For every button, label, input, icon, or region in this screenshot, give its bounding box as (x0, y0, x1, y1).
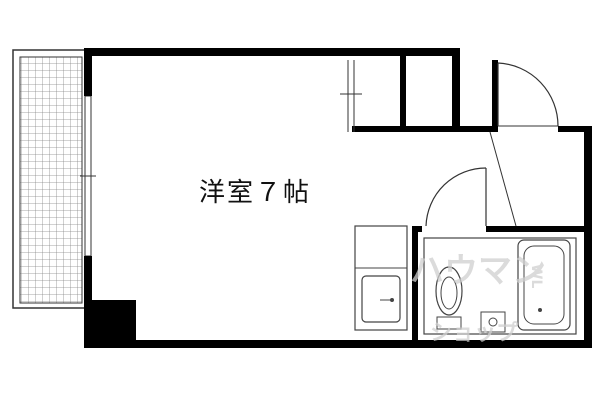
kitchen (354, 225, 408, 331)
svg-text:ハウマン: ハウマン (410, 251, 546, 291)
svg-text:WL: WL (528, 264, 544, 288)
bathroom-door (425, 167, 487, 227)
walls (84, 48, 592, 348)
bathroom (423, 237, 577, 335)
balcony (12, 49, 87, 309)
entrance-door (489, 62, 559, 227)
svg-text:ショップ: ショップ (430, 321, 519, 346)
watermark: ハウマン WL ショップ (410, 251, 546, 346)
room-label-western-room: 洋室７帖 (198, 178, 311, 208)
closet (340, 56, 452, 132)
